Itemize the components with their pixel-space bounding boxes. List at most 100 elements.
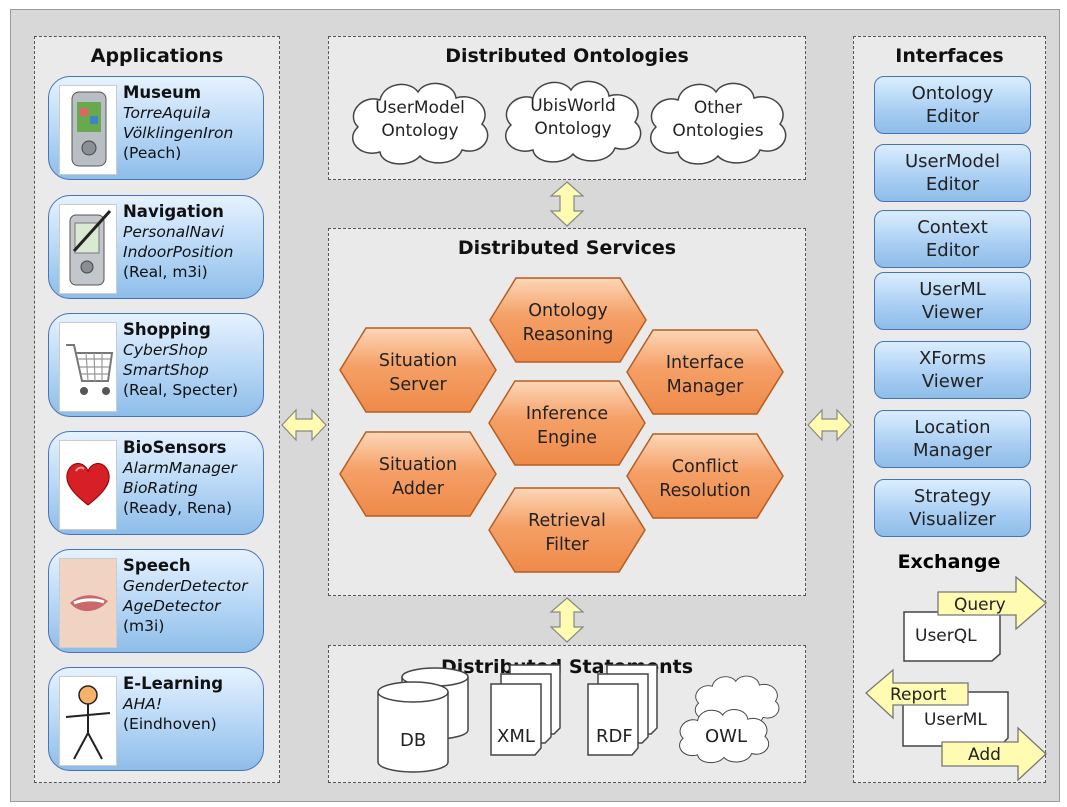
double-arrow-vertical-bottom <box>549 597 585 643</box>
ontology-other-line1: Other <box>694 98 742 118</box>
app-project: CyberShop <box>123 341 208 359</box>
owl-label: OWL <box>705 726 747 747</box>
xml-documents-icon <box>490 664 561 756</box>
interface-xforms-viewer: XForms Viewer <box>874 341 1031 399</box>
app-project: IndoorPosition <box>123 243 234 261</box>
app-project: SmartShop <box>123 361 209 379</box>
app-project: AgeDetector <box>123 597 221 615</box>
app-partners: (m3i) <box>123 617 165 635</box>
userql-label: UserQL <box>915 626 977 646</box>
pda-stylus-icon <box>59 204 117 294</box>
rdf-label: RDF <box>596 726 633 747</box>
service-label-line1: Situation <box>379 351 457 371</box>
app-name: BioSensors <box>123 438 227 457</box>
service-label-line2: Engine <box>537 428 597 448</box>
service-label-line1: Inference <box>526 404 608 424</box>
app-name: Navigation <box>123 202 224 221</box>
double-arrow-horizontal-right <box>807 408 852 442</box>
interfaces-title: Interfaces <box>895 45 1004 67</box>
app-name: Speech <box>123 556 191 575</box>
app-name: Museum <box>123 83 202 102</box>
ontology-other-line2: Ontologies <box>672 121 763 141</box>
service-label-line1: Ontology <box>528 301 607 321</box>
app-project: BioRating <box>123 479 198 497</box>
pda-icon <box>59 85 117 175</box>
service-label-line1: Situation <box>379 455 457 475</box>
service-label-line2: Adder <box>392 479 445 499</box>
service-label-line1: Retrieval <box>528 511 606 531</box>
userml-label: UserML <box>924 710 987 730</box>
heart-icon <box>59 440 117 530</box>
interface-ontology-editor: Ontology Editor <box>874 76 1031 134</box>
query-arrow <box>937 575 1047 631</box>
app-name: E-Learning <box>123 674 224 693</box>
report-label: Report <box>890 685 947 705</box>
app-name: Shopping <box>123 320 211 339</box>
query-label: Query <box>954 595 1006 615</box>
app-partners: (Ready, Rena) <box>123 499 232 517</box>
services-title: Distributed Services <box>457 237 677 259</box>
service-label-line1: Interface <box>666 353 744 373</box>
app-project: PersonalNavi <box>123 223 225 241</box>
app-project: TorreAquila <box>123 104 211 122</box>
xml-label: XML <box>497 726 535 747</box>
applications-title: Applications <box>90 45 224 67</box>
shopping-cart-icon <box>59 322 117 412</box>
app-project: AHA! <box>123 695 163 713</box>
mouth-icon <box>59 558 117 648</box>
interface-userml-viewer: UserML Viewer <box>874 272 1031 330</box>
service-label-line2: Reasoning <box>523 325 614 345</box>
interface-context-editor: Context Editor <box>874 210 1031 268</box>
stick-figure-icon <box>59 676 117 766</box>
ontologies-title: Distributed Ontologies <box>445 45 689 67</box>
db-label: DB <box>400 730 426 751</box>
app-project: AlarmManager <box>123 459 237 477</box>
report-arrow <box>865 668 969 720</box>
interface-location-manager: Location Manager <box>874 410 1031 468</box>
ontology-usermodel-line1: UserModel <box>375 98 465 118</box>
service-label-line2: Resolution <box>659 481 750 501</box>
app-partners: (Real, m3i) <box>123 263 208 281</box>
service-label-line2: Filter <box>545 535 589 555</box>
ontology-ubisworld-line1: UbisWorld <box>530 96 616 116</box>
interface-usermodel-editor: UserModel Editor <box>874 144 1031 202</box>
interface-strategy-visualizer: Strategy Visualizer <box>874 479 1031 537</box>
service-label-line1: Conflict <box>672 457 739 477</box>
app-partners: (Real, Specter) <box>123 381 239 399</box>
owl-cloud-icon <box>679 675 780 764</box>
double-arrow-horizontal-left <box>281 408 327 442</box>
exchange-title: Exchange <box>897 551 1001 573</box>
ontology-usermodel-line2: Ontology <box>381 121 458 141</box>
rdf-documents-icon <box>587 664 658 756</box>
ontology-ubisworld-line2: Ontology <box>534 119 611 139</box>
service-label-line2: Manager <box>667 377 745 397</box>
service-label-line2: Server <box>389 375 447 395</box>
add-arrow <box>941 726 1047 782</box>
app-project: GenderDetector <box>123 577 248 595</box>
app-project: VölklingenIron <box>123 124 234 142</box>
app-partners: (Eindhoven) <box>123 715 217 733</box>
app-partners: (Peach) <box>123 144 182 162</box>
add-label: Add <box>968 745 1001 765</box>
db-cylinder-icon <box>377 667 469 773</box>
